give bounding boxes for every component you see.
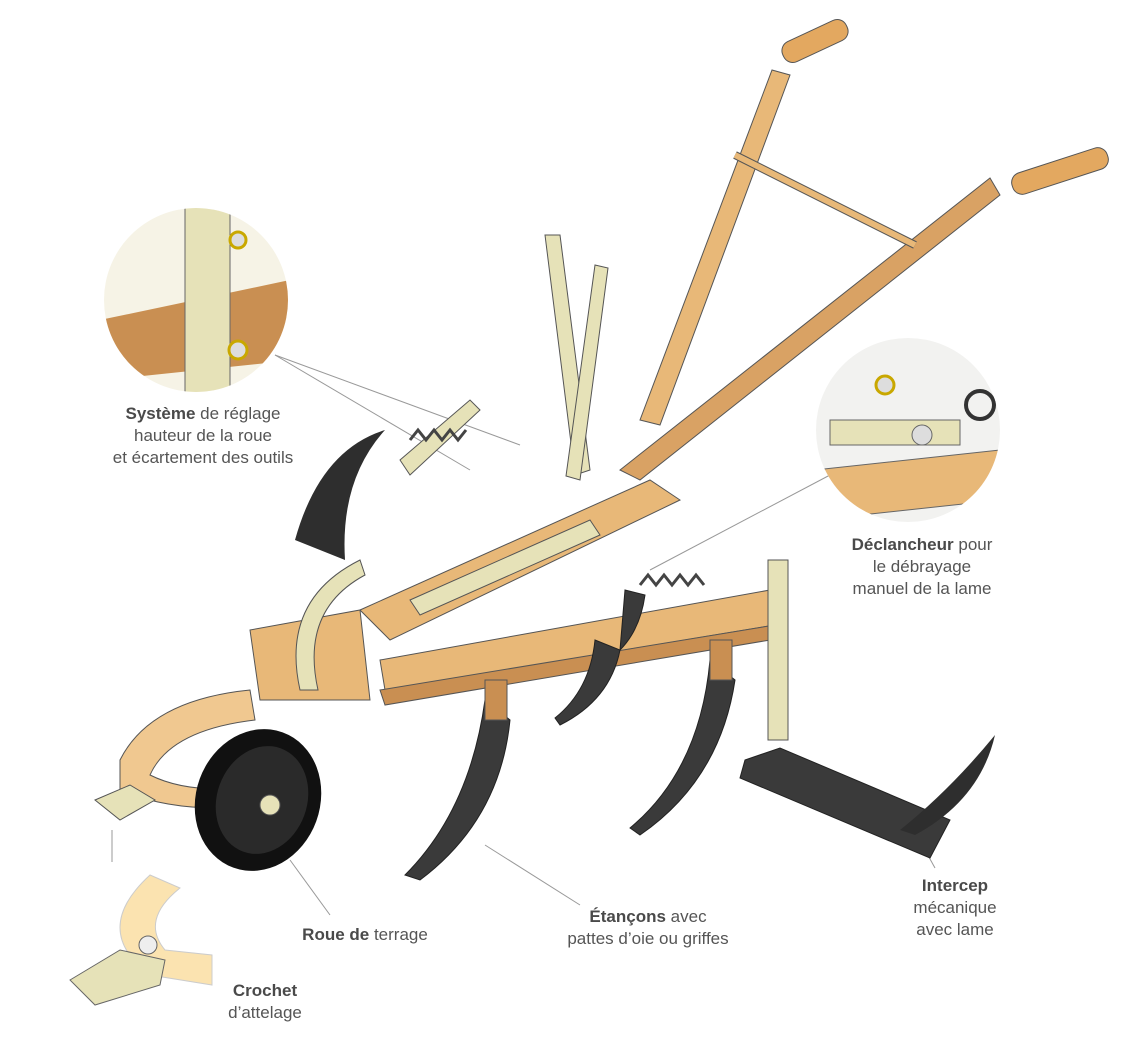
label-etancons-rest: avec [665, 907, 707, 926]
tines [404, 589, 736, 881]
detail-circle-adjust [104, 208, 288, 392]
intercep [739, 559, 995, 859]
label-roue-bold: Roue de [302, 925, 370, 944]
label-intercep: Intercep mécanique avec lame [890, 875, 1020, 941]
label-declancheur-line3: manuel de la lame [852, 579, 992, 598]
depth-wheel [194, 729, 322, 871]
label-declancheur-bold: Déclancheur [851, 535, 954, 554]
label-crochet-line2: d’attelage [228, 1003, 302, 1022]
label-declancheur: Déclancheur pour le débrayage manuel de … [822, 534, 1022, 600]
label-crochet: Crochet d’attelage [205, 980, 325, 1024]
crochet-detail [69, 874, 213, 1006]
handlebars [619, 19, 1109, 481]
label-roue-rest: terrage [369, 925, 428, 944]
label-intercep-bold: Intercep [921, 876, 989, 895]
frame [119, 399, 776, 809]
label-systeme-bold: Système [125, 404, 196, 423]
label-etancons-bold: Étançons [589, 907, 666, 926]
hitch-hook [94, 784, 156, 821]
label-systeme-rest: de réglage [195, 404, 281, 423]
label-etancons: Étançons avec pattes d’oie ou griffes [538, 906, 758, 950]
detail-circle-release [816, 338, 1000, 522]
label-roue: Roue de terrage [280, 924, 450, 946]
tine-shanks [484, 639, 733, 721]
label-declancheur-line2: le débrayage [872, 557, 972, 576]
label-declancheur-rest: pour [953, 535, 993, 554]
label-intercep-line2: mécanique [913, 898, 997, 917]
label-systeme-line2: hauteur de la roue [134, 426, 272, 445]
adjust-levers [544, 234, 609, 481]
springs [408, 427, 706, 588]
label-systeme-line3: et écartement des outils [112, 448, 294, 467]
label-intercep-line3: avec lame [916, 920, 994, 939]
label-crochet-bold: Crochet [232, 981, 298, 1000]
label-systeme: Système de réglage hauteur de la roue et… [88, 403, 318, 469]
disc [295, 430, 385, 560]
label-etancons-line2: pattes d’oie ou griffes [567, 929, 729, 948]
